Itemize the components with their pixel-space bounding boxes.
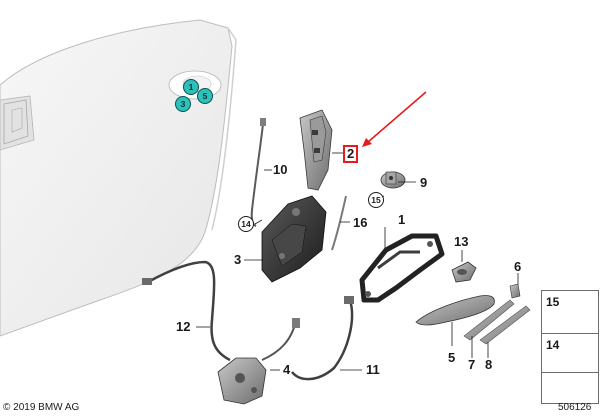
callout-12: 12 [176, 319, 191, 334]
callout-15: 15 [368, 192, 384, 208]
rod-16 [331, 195, 347, 251]
callout-9: 9 [420, 175, 428, 190]
callout-6: 6 [514, 259, 522, 274]
callout-2: 2 [343, 145, 359, 163]
cable-10 [250, 123, 264, 227]
handle-carrier-1 [359, 233, 445, 303]
cable-12-end [142, 278, 152, 285]
cable-4-end [292, 318, 300, 328]
trim-6 [509, 283, 521, 299]
callout-16: 16 [353, 215, 368, 230]
door-marker-3: 3 [175, 96, 191, 112]
legend-box-shim [541, 372, 599, 404]
door-lock-3 [261, 195, 327, 283]
cable-11-end [344, 296, 354, 304]
cable-12 [147, 260, 231, 362]
legend-box-screw: 15 [541, 290, 599, 335]
callout-11: 11 [366, 362, 380, 377]
callout-10: 10 [273, 162, 288, 177]
copyright-text: © 2019 BMW AG [3, 402, 80, 413]
callout-13: 13 [454, 234, 469, 249]
door-marker-1: 1 [183, 79, 199, 95]
callout-5: 5 [448, 350, 456, 365]
callout-7: 7 [468, 357, 476, 372]
door-panel [0, 19, 237, 337]
highlight-arrow-head [362, 138, 372, 147]
door-marker-5: 5 [197, 88, 213, 104]
cap-13 [451, 261, 477, 283]
callout-8: 8 [485, 357, 493, 372]
legend-screw-label: 15 [546, 295, 560, 309]
callout-4: 4 [283, 362, 291, 377]
highlight-arrow [367, 91, 427, 143]
callout-1: 1 [398, 212, 406, 227]
cable-10-end [260, 118, 266, 126]
hinge-9 [380, 171, 406, 189]
legend-clip-label: 14 [546, 338, 560, 352]
trim-strip-8 [479, 305, 531, 345]
trim-strip-7 [463, 299, 515, 341]
actuator-4 [217, 357, 267, 405]
callout-14: 14 [238, 216, 254, 232]
striker-bracket-2 [299, 109, 333, 191]
callout-3: 3 [234, 252, 242, 267]
door-handle-5 [415, 295, 495, 326]
cable-4 [261, 319, 297, 361]
diagram-id: 506126 [558, 402, 592, 413]
cable-11 [291, 299, 354, 381]
